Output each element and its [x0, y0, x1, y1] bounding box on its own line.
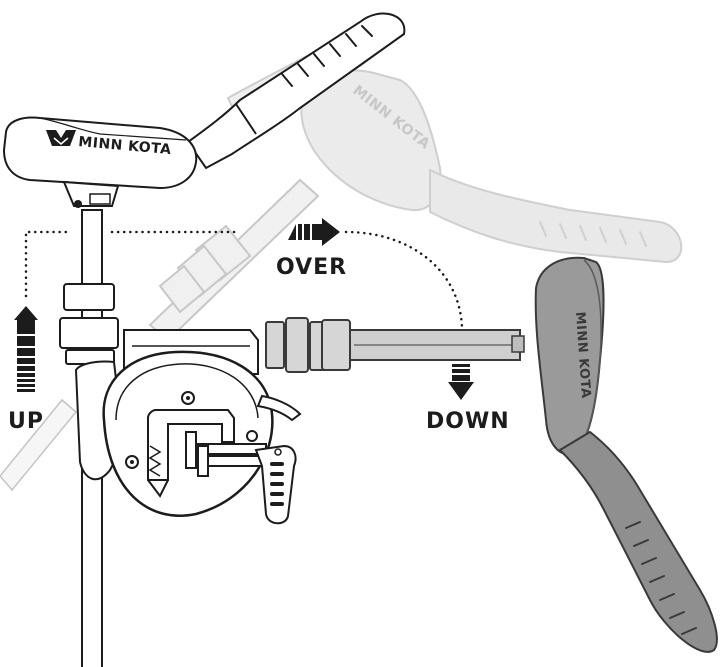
- label-up: UP: [8, 409, 44, 434]
- label-down: DOWN: [426, 409, 510, 434]
- motor-head-down-position: MINN KOTA: [265, 256, 718, 653]
- down-arrow-icon: [448, 364, 474, 400]
- motor-head-over-position: MINN KOTA: [148, 15, 683, 342]
- transom-mount-bracket: [74, 329, 302, 525]
- up-arrow-icon: [14, 306, 38, 392]
- minn-kota-logo-icon: [46, 130, 76, 146]
- motor-head-main: MINN KOTA: [2, 12, 406, 208]
- logo-text-down: MINN KOTA: [572, 311, 593, 399]
- label-over: OVER: [276, 255, 347, 280]
- over-arrow-icon: [288, 218, 340, 246]
- motion-paths: [24, 230, 464, 330]
